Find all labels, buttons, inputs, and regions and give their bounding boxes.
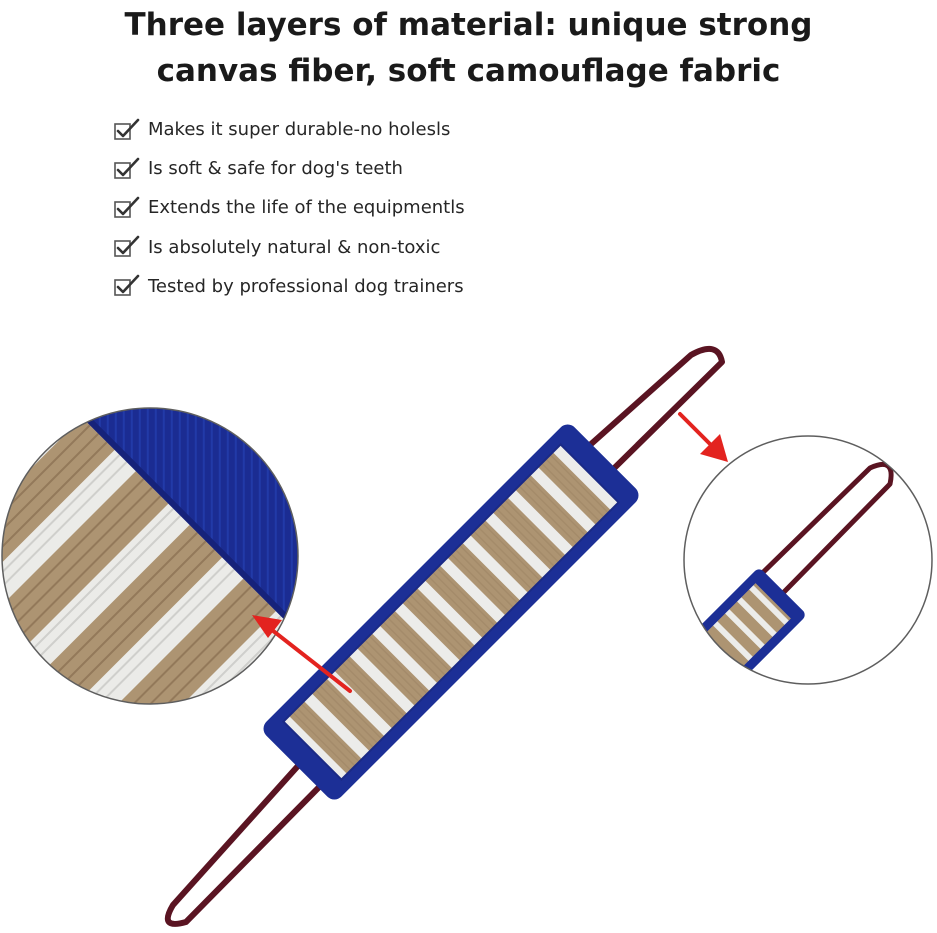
- tug-toy: [164, 345, 725, 927]
- right-zoom-detail: [683, 435, 933, 685]
- feature-text: Tested by professional dog trainers: [148, 275, 464, 297]
- jute-body: [283, 444, 619, 780]
- headline-line-2: canvas fiber, soft camouflage fabric: [156, 53, 781, 89]
- headline-line-1: Three layers of material: unique strong: [124, 7, 813, 43]
- lower-handle-rope: [164, 754, 336, 927]
- feature-item: Is soft & safe for dog's teeth: [114, 149, 465, 188]
- upper-handle-rope: [560, 345, 725, 491]
- checkmark-icon: [114, 157, 140, 179]
- feature-list: Makes it super durable-no holesls Is sof…: [114, 110, 465, 306]
- checkmark-icon: [114, 196, 140, 218]
- arrow-to-left-zoom: [252, 615, 352, 693]
- checkmark-icon: [114, 235, 140, 257]
- feature-text: Is soft & safe for dog's teeth: [148, 158, 403, 180]
- checkmark-icon: [114, 118, 140, 140]
- checkmark-icon: [114, 275, 140, 297]
- feature-text: Is absolutely natural & non-toxic: [148, 236, 441, 258]
- feature-item: Is absolutely natural & non-toxic: [114, 228, 465, 267]
- feature-item: Extends the life of the equipmentls: [114, 188, 465, 227]
- feature-text: Makes it super durable-no holesls: [148, 119, 451, 141]
- feature-text: Extends the life of the equipmentls: [148, 197, 465, 219]
- feature-item: Tested by professional dog trainers: [114, 267, 465, 306]
- headline: Three layers of material: unique strong …: [0, 2, 937, 94]
- arrow-to-right-zoom: [678, 412, 728, 462]
- feature-item: Makes it super durable-no holesls: [114, 110, 465, 149]
- left-zoom-detail: [1, 407, 299, 705]
